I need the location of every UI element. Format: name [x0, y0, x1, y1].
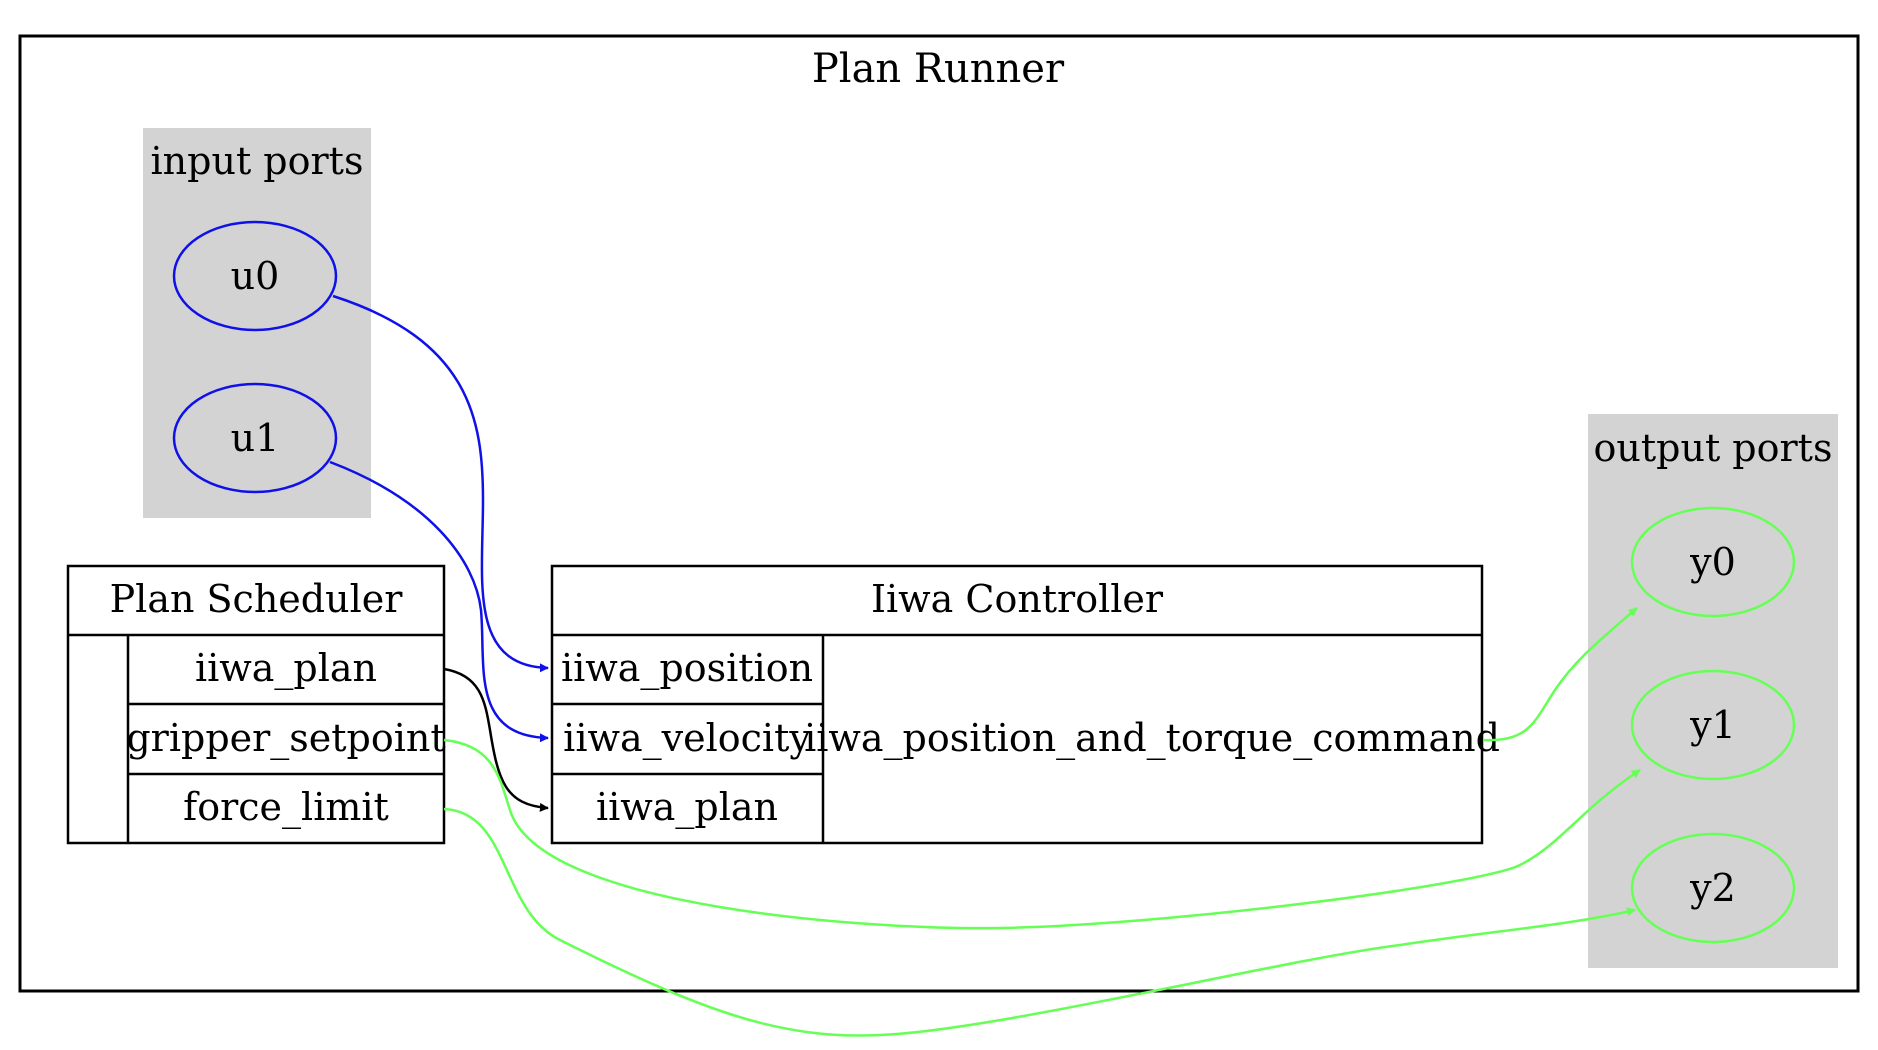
- iiwa-controller-port-iiwa-position: iiwa_position: [561, 646, 813, 691]
- input-ports-cluster: input ports u0 u1: [143, 128, 371, 518]
- output-port-y0: y0: [1630, 506, 1796, 618]
- diagram-title: Plan Runner: [812, 46, 1065, 92]
- iiwa-controller-node: Iiwa Controller iiwa_position iiwa_veloc…: [550, 564, 1500, 845]
- edge-iiwa-plan-to-iiwa-plan: [443, 667, 549, 812]
- edge-gripper-setpoint-to-y1: [443, 738, 1641, 930]
- plan-scheduler-port-gripper-setpoint: gripper_setpoint: [126, 716, 445, 761]
- iiwa-controller-title: Iiwa Controller: [871, 577, 1164, 621]
- input-port-u1-label: u1: [231, 416, 280, 460]
- plan-scheduler-port-iiwa-plan: iiwa_plan: [195, 646, 377, 691]
- output-ports-cluster: output ports y0 y1 y2: [1588, 414, 1838, 968]
- iiwa-controller-port-iiwa-velocity: iiwa_velocity: [563, 716, 811, 761]
- output-port-y2-label: y2: [1689, 866, 1736, 910]
- input-port-u0-label: u0: [231, 254, 280, 298]
- output-port-y1: y1: [1630, 669, 1796, 781]
- output-port-y2: y2: [1630, 832, 1796, 944]
- plan-scheduler-port-force-limit: force_limit: [183, 785, 389, 830]
- input-port-u1: u1: [172, 382, 338, 494]
- edge-command-to-y0: [1483, 607, 1638, 742]
- iiwa-controller-port-iiwa-plan: iiwa_plan: [596, 785, 778, 830]
- output-port-y1-label: y1: [1689, 703, 1736, 747]
- iiwa-controller-output-command: iiwa_position_and_torque_command: [804, 716, 1500, 761]
- edge-u0-to-iiwa-position: [332, 294, 549, 673]
- edge-u1-to-iiwa-velocity: [329, 460, 549, 743]
- edge-force-limit-to-y2: [443, 807, 1636, 1037]
- edges: [329, 294, 1641, 1037]
- output-port-y0-label: y0: [1689, 540, 1736, 584]
- input-port-u0: u0: [172, 220, 338, 332]
- input-ports-label: input ports: [151, 139, 364, 183]
- output-ports-label: output ports: [1594, 426, 1833, 470]
- plan-scheduler-title: Plan Scheduler: [110, 577, 404, 621]
- plan-scheduler-node: Plan Scheduler iiwa_plan gripper_setpoin…: [66, 564, 446, 845]
